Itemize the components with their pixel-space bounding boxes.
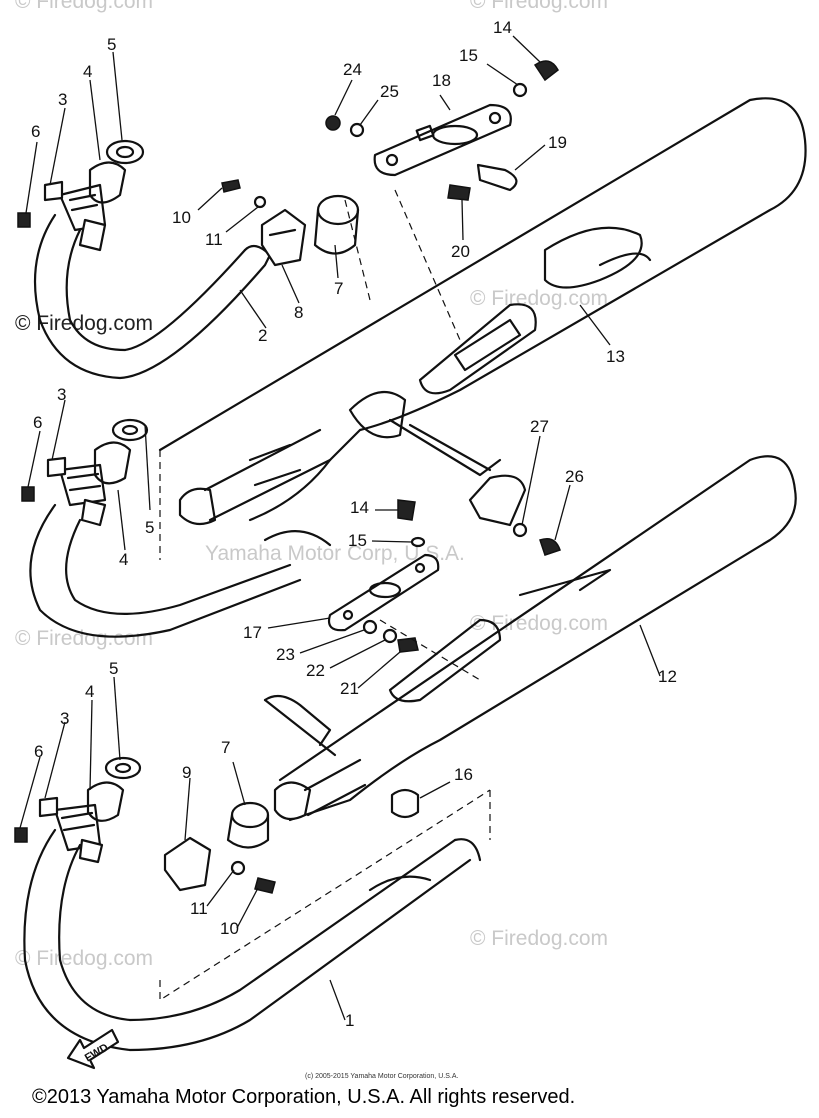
callout-26: 26 <box>565 467 584 486</box>
callout-numbers: 5 4 3 6 10 11 8 7 2 24 25 18 15 14 19 20… <box>31 18 677 1030</box>
callout-11: 11 <box>190 899 208 918</box>
callout-3: 3 <box>60 709 69 728</box>
callout-3: 3 <box>58 90 67 109</box>
reference-lines <box>159 189 491 1002</box>
watermark-firedog: © Firedog.com <box>470 0 608 13</box>
forward-arrow-icon: FWD <box>66 1028 120 1070</box>
callout-14: 14 <box>350 498 369 517</box>
callout-2: 2 <box>258 326 267 345</box>
callout-4: 4 <box>85 682 94 701</box>
callout-5: 5 <box>107 35 116 54</box>
watermark-firedog: © Firedog.com <box>470 927 608 950</box>
exhaust-pipe-middle <box>29 503 302 638</box>
muffler-13 <box>158 97 807 547</box>
callout-15: 15 <box>459 46 478 65</box>
callout-17: 17 <box>243 623 262 642</box>
watermark-firedog: © Firedog.com <box>470 287 608 310</box>
callout-12: 12 <box>658 667 677 686</box>
callout-19: 19 <box>548 133 567 152</box>
callout-7: 7 <box>221 738 230 757</box>
callout-20: 20 <box>451 242 470 261</box>
flange-parts-bottom <box>14 756 420 894</box>
leader-lines <box>19 35 661 1021</box>
small-copyright: (c) 2005-2015 Yamaha Motor Corporation, … <box>305 1073 458 1080</box>
callout-23: 23 <box>276 645 295 664</box>
callout-13: 13 <box>606 347 625 366</box>
callout-7: 7 <box>334 279 343 298</box>
callout-15: 15 <box>348 531 367 550</box>
callout-6: 6 <box>31 122 40 141</box>
callout-10: 10 <box>172 208 191 227</box>
muffler-12 <box>263 455 797 822</box>
callout-5: 5 <box>145 518 154 537</box>
callout-1: 1 <box>345 1011 354 1030</box>
callout-3: 3 <box>57 385 66 404</box>
watermark-firedog: © Firedog.com <box>470 612 608 635</box>
callout-24: 24 <box>343 60 362 79</box>
watermark-center: Yamaha Motor Corp, U.S.A. <box>205 542 465 565</box>
exhaust-pipe-1 <box>23 828 482 1052</box>
callout-16: 16 <box>454 765 473 784</box>
callout-6: 6 <box>34 742 43 761</box>
callout-27: 27 <box>530 417 549 436</box>
callout-5: 5 <box>109 659 118 678</box>
callout-10: 10 <box>220 919 239 938</box>
exhaust-pipe-2 <box>33 213 272 380</box>
callout-21: 21 <box>340 679 359 698</box>
callout-14: 14 <box>493 18 512 37</box>
callout-11: 11 <box>205 230 223 249</box>
callout-8: 8 <box>294 303 303 322</box>
flange-parts-middle <box>21 418 149 527</box>
watermark-firedog: © Firedog.com <box>15 0 153 13</box>
callout-9: 9 <box>182 763 191 782</box>
callout-22: 22 <box>306 661 325 680</box>
callout-25: 25 <box>380 82 399 101</box>
watermark-firedog: © Firedog.com <box>15 627 153 650</box>
callout-6: 6 <box>33 413 42 432</box>
bracket-18 <box>325 60 559 201</box>
flange-parts-top <box>17 139 360 267</box>
callout-18: 18 <box>432 71 451 90</box>
bracket-17 <box>327 499 561 653</box>
watermark-firedog: © Firedog.com <box>15 312 153 335</box>
watermark-firedog: © Firedog.com <box>15 947 153 970</box>
callout-4: 4 <box>119 550 128 569</box>
footer-copyright: ©2013 Yamaha Motor Corporation, U.S.A. A… <box>32 1086 575 1108</box>
callout-4: 4 <box>83 62 92 81</box>
